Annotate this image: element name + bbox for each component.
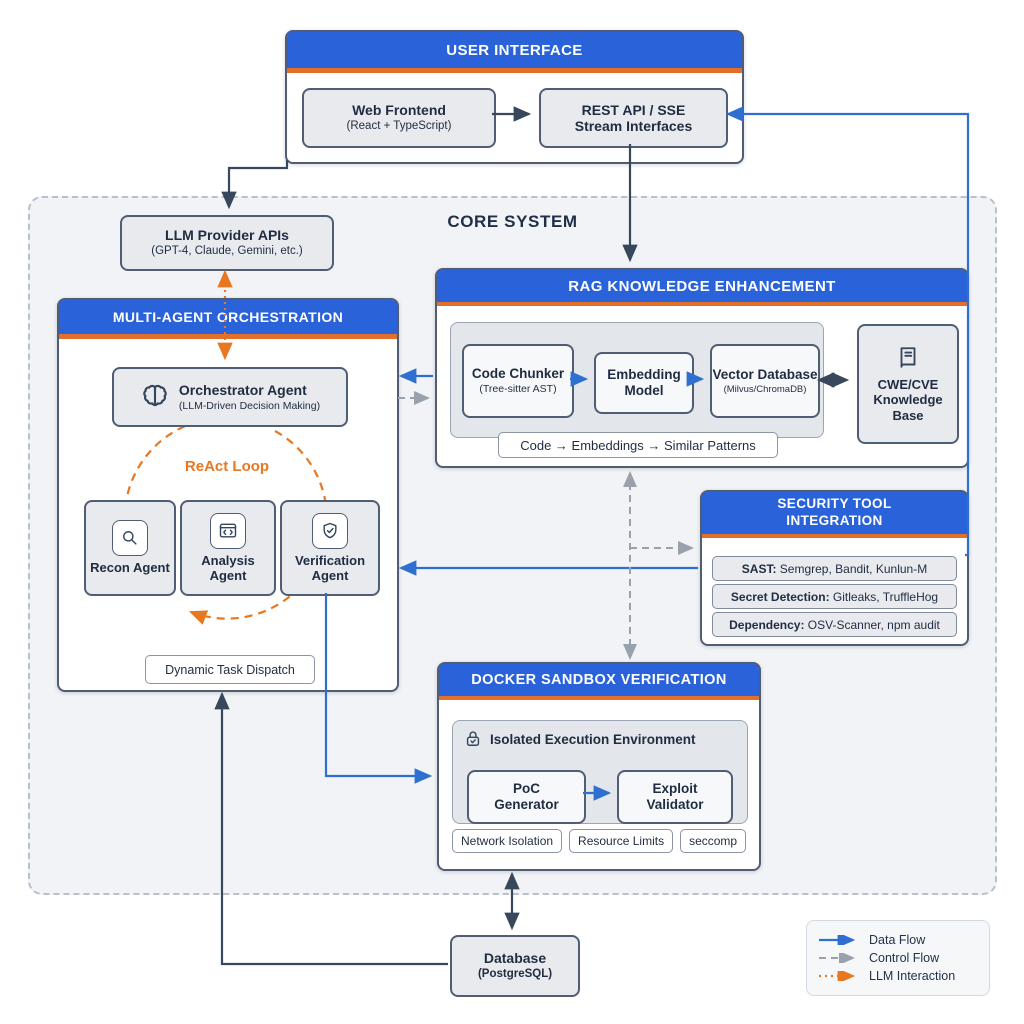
user-interface-title: USER INTERFACE bbox=[287, 32, 742, 68]
legend-llm-interaction-label: LLM Interaction bbox=[869, 969, 956, 983]
legend-row-control-flow: Control Flow bbox=[817, 951, 979, 965]
database-title: Database bbox=[483, 950, 547, 967]
code-window-icon bbox=[210, 512, 246, 549]
exploit-validator-label: Exploit Validator bbox=[646, 781, 704, 812]
embedding-model-box: Embedding Model bbox=[594, 352, 694, 414]
rest-api-line2: Stream Interfaces bbox=[574, 118, 693, 134]
magnifier-icon bbox=[112, 520, 148, 557]
security-row-dependency-label: Dependency: bbox=[729, 617, 805, 632]
multi-agent-title: MULTI-AGENT ORCHESTRATION bbox=[59, 300, 397, 334]
legend: Data Flow Control Flow LLM Interaction bbox=[806, 920, 990, 996]
vector-database-box: Vector Database (Milvus/ChromaDB) bbox=[710, 344, 820, 418]
tag-network-isolation: Network Isolation bbox=[452, 829, 563, 853]
rest-api-box: REST API / SSE Stream Interfaces bbox=[539, 88, 728, 148]
poc-generator-label: PoC Generator bbox=[494, 781, 559, 812]
docker-title: DOCKER SANDBOX VERIFICATION bbox=[439, 664, 759, 696]
accent-stripe bbox=[59, 334, 397, 339]
docker-tags-row: Network Isolation Resource Limits seccom… bbox=[452, 829, 747, 853]
legend-row-llm-interaction: LLM Interaction bbox=[817, 969, 979, 983]
control-flow-arrow-sample bbox=[819, 953, 855, 963]
accent-stripe bbox=[439, 696, 759, 700]
recon-agent-box: Recon Agent bbox=[84, 500, 176, 596]
react-loop-arcs bbox=[123, 411, 328, 625]
analysis-agent-box: Analysis Agent bbox=[180, 500, 276, 596]
security-row-secrets-label: Secret Detection: bbox=[730, 589, 830, 604]
llm-provider-title: LLM Provider APIs bbox=[165, 227, 289, 244]
legend-row-data-flow: Data Flow bbox=[817, 933, 979, 947]
code-chunker-box: Code Chunker (Tree-sitter AST) bbox=[462, 344, 574, 418]
book-icon bbox=[895, 345, 921, 371]
analysis-agent-label: Analysis Agent bbox=[201, 552, 255, 583]
vector-database-title: Vector Database bbox=[712, 366, 818, 382]
database-box: Database (PostgreSQL) bbox=[450, 935, 580, 997]
orchestrator-subtitle: (LLM-Driven Decision Making) bbox=[178, 399, 321, 412]
react-loop-label: ReAct Loop bbox=[184, 458, 270, 475]
rag-panel: RAG KNOWLEDGE ENHANCEMENT Code Chunker (… bbox=[435, 268, 969, 468]
rest-api-line1: REST API / SSE bbox=[581, 101, 686, 118]
orchestrator-agent-box: Orchestrator Agent (LLM-Driven Decision … bbox=[112, 367, 348, 427]
security-row-sast: SAST: Semgrep, Bandit, Kunlun-M bbox=[712, 556, 957, 581]
isolated-env-title: Isolated Execution Environment bbox=[490, 731, 696, 747]
security-row-secrets-value: Gitleaks, TruffleHog bbox=[829, 589, 939, 604]
embedding-model-title: Embedding Model bbox=[607, 367, 681, 398]
tag-seccomp: seccomp bbox=[680, 829, 747, 853]
verification-agent-box: Verification Agent bbox=[280, 500, 380, 596]
dynamic-task-dispatch-pill: Dynamic Task Dispatch bbox=[145, 655, 315, 684]
cwe-cve-knowledge-base-box: CWE/CVE Knowledge Base bbox=[857, 324, 959, 444]
security-panel: SECURITY TOOL INTEGRATION SAST: Semgrep,… bbox=[700, 490, 969, 646]
security-title-line1: SECURITY TOOL bbox=[777, 496, 892, 512]
cwe-cve-knowledge-base-label: CWE/CVE Knowledge Base bbox=[873, 376, 943, 423]
accent-stripe bbox=[287, 68, 742, 73]
accent-stripe bbox=[437, 302, 967, 306]
legend-control-flow-label: Control Flow bbox=[869, 951, 940, 965]
verification-agent-label: Verification Agent bbox=[294, 552, 366, 583]
llm-provider-subtitle: (GPT-4, Claude, Gemini, etc.) bbox=[151, 245, 303, 258]
vector-database-subtitle: (Milvus/ChromaDB) bbox=[723, 384, 807, 396]
rag-title: RAG KNOWLEDGE ENHANCEMENT bbox=[437, 270, 967, 302]
security-row-sast-label: SAST: bbox=[741, 561, 777, 576]
brain-icon bbox=[140, 382, 170, 412]
core-system-label: CORE SYSTEM bbox=[447, 212, 578, 231]
lock-icon bbox=[463, 729, 483, 749]
multi-agent-panel: MULTI-AGENT ORCHESTRATION Orchestrator A… bbox=[57, 298, 399, 692]
orchestrator-title: Orchestrator Agent bbox=[178, 381, 307, 398]
web-frontend-subtitle: (React + TypeScript) bbox=[346, 120, 452, 133]
llm-provider-box: LLM Provider APIs (GPT-4, Claude, Gemini… bbox=[120, 215, 334, 271]
code-chunker-title: Code Chunker bbox=[471, 365, 565, 381]
security-row-dependency-value: OSV-Scanner, npm audit bbox=[804, 617, 940, 632]
llm-interaction-arrow-sample bbox=[819, 971, 856, 981]
web-frontend-box: Web Frontend (React + TypeScript) bbox=[302, 88, 496, 148]
security-row-sast-value: Semgrep, Bandit, Kunlun-M bbox=[776, 561, 928, 576]
web-frontend-title: Web Frontend bbox=[352, 102, 446, 119]
docker-panel: DOCKER SANDBOX VERIFICATION Isolated Exe… bbox=[437, 662, 761, 871]
shield-check-icon bbox=[312, 512, 348, 549]
tag-resource-limits: Resource Limits bbox=[569, 829, 674, 853]
user-interface-panel: USER INTERFACE Web Frontend (React + Typ… bbox=[285, 30, 744, 164]
accent-stripe bbox=[702, 534, 967, 538]
security-title-line2: INTEGRATION bbox=[786, 513, 883, 528]
exploit-validator-box: Exploit Validator bbox=[617, 770, 733, 824]
rag-pipeline-caption: Code → Embeddings → Similar Patterns bbox=[498, 432, 778, 458]
code-chunker-subtitle: (Tree-sitter AST) bbox=[479, 383, 557, 396]
security-row-dependency: Dependency: OSV-Scanner, npm audit bbox=[712, 612, 957, 637]
recon-agent-label: Recon Agent bbox=[90, 560, 170, 576]
database-subtitle: (PostgreSQL) bbox=[477, 968, 553, 981]
legend-data-flow-label: Data Flow bbox=[869, 933, 926, 947]
security-row-secrets: Secret Detection: Gitleaks, TruffleHog bbox=[712, 584, 957, 609]
poc-generator-box: PoC Generator bbox=[467, 770, 586, 824]
data-flow-arrow-sample bbox=[819, 935, 856, 945]
